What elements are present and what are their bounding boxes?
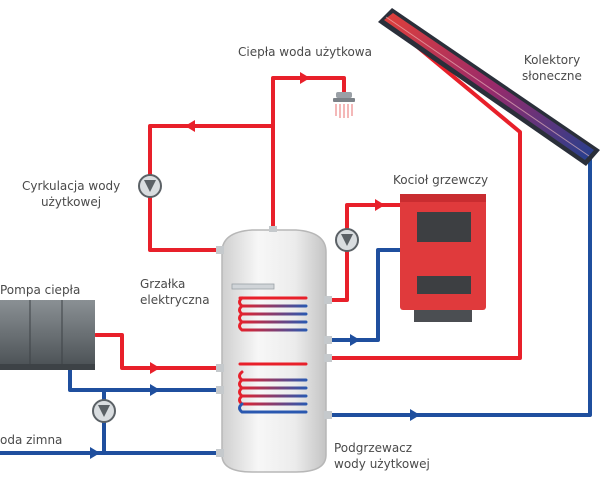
boiler-label: Kocioł grzewczy bbox=[393, 173, 489, 187]
boiler-return-pipe bbox=[324, 248, 404, 342]
tank-label: Podgrzewacz wody użytkowej bbox=[334, 440, 430, 472]
heat-pump-circulator bbox=[92, 399, 116, 423]
heat-pump-supply-pipe bbox=[68, 363, 106, 392]
hot-water-label: Ciepła woda użytkowa bbox=[238, 45, 372, 59]
arrow-cold-4 bbox=[150, 384, 160, 396]
lower-coil bbox=[238, 362, 308, 414]
arrow-cold-2 bbox=[410, 409, 420, 421]
electric-heater-label-line2: elektryczna bbox=[140, 293, 210, 307]
shower-icon bbox=[333, 92, 355, 118]
cold-arrows bbox=[90, 334, 420, 459]
tank-label-line2: wody użytkowej bbox=[334, 457, 430, 471]
upper-coil bbox=[238, 296, 308, 332]
hot-arrows bbox=[150, 72, 385, 374]
cold-water-label: oda zimna bbox=[0, 433, 63, 447]
solar-collectors-label: Kolektory słoneczne bbox=[512, 52, 592, 84]
hot-pipes bbox=[94, 18, 522, 370]
boiler bbox=[400, 194, 486, 322]
heat-pump-label: Pompa ciepła bbox=[0, 283, 81, 297]
solar-collectors-label-line1: Kolektory bbox=[523, 53, 581, 67]
water-tank bbox=[216, 226, 332, 473]
arrow-cold-1 bbox=[350, 334, 360, 346]
heat-pump-return-pipe bbox=[102, 388, 222, 455]
heat-pump-hot-pipe bbox=[94, 333, 222, 370]
circulation-label: Cyrkulacja wody użytkowej bbox=[22, 178, 120, 210]
circulation-pump bbox=[138, 174, 162, 198]
solar-collector bbox=[378, 8, 600, 166]
solar-collectors-label-line2: słoneczne bbox=[522, 69, 582, 83]
tank-label-line1: Podgrzewacz bbox=[334, 441, 413, 455]
electric-heater-label-line1: Grzałka bbox=[140, 277, 186, 291]
arrow-hot-2 bbox=[185, 120, 195, 132]
arrow-cold-3 bbox=[90, 447, 100, 459]
arrow-hot-1 bbox=[300, 72, 310, 84]
circulation-label-line1: Cyrkulacja wody bbox=[22, 179, 121, 193]
electric-heater-label: Grzałka elektryczna bbox=[140, 276, 210, 308]
electric-heater bbox=[231, 283, 275, 290]
circulation-label-line2: użytkowej bbox=[40, 195, 102, 209]
arrow-hot-3 bbox=[375, 199, 385, 211]
solar-hot-pipe bbox=[324, 18, 522, 360]
boiler-pump bbox=[335, 228, 359, 252]
arrow-hot-4 bbox=[150, 362, 160, 374]
boiler-flow-pipe bbox=[324, 203, 402, 302]
heat-pump bbox=[0, 300, 95, 370]
